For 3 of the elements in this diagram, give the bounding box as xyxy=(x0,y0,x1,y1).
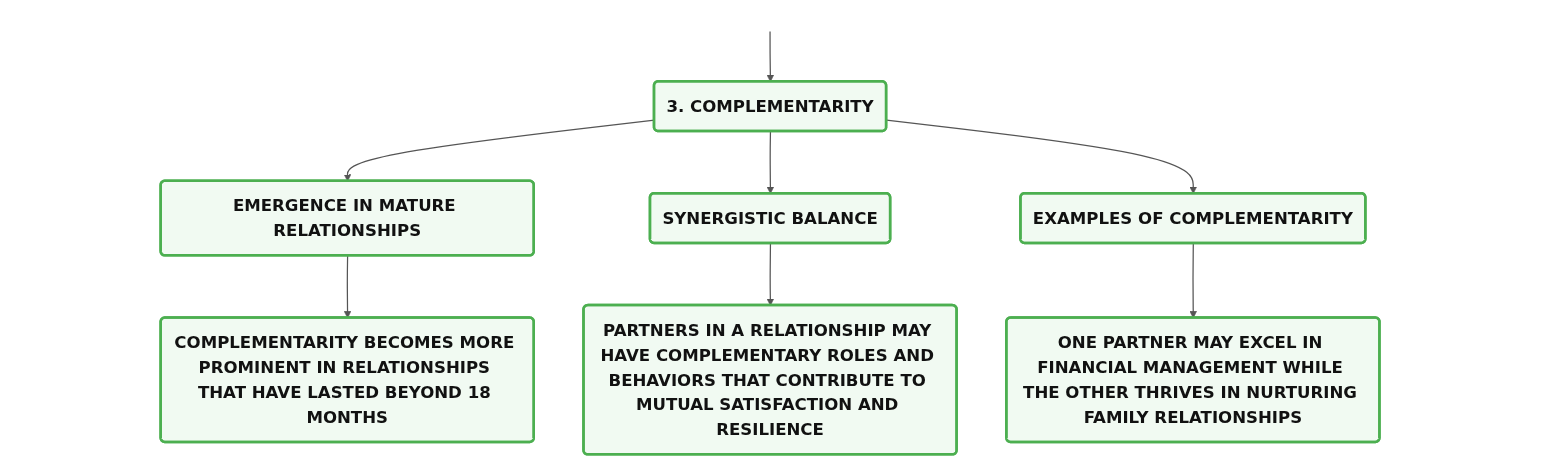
arrow xyxy=(767,30,775,82)
arrow xyxy=(886,119,1198,194)
arrow xyxy=(767,242,775,306)
